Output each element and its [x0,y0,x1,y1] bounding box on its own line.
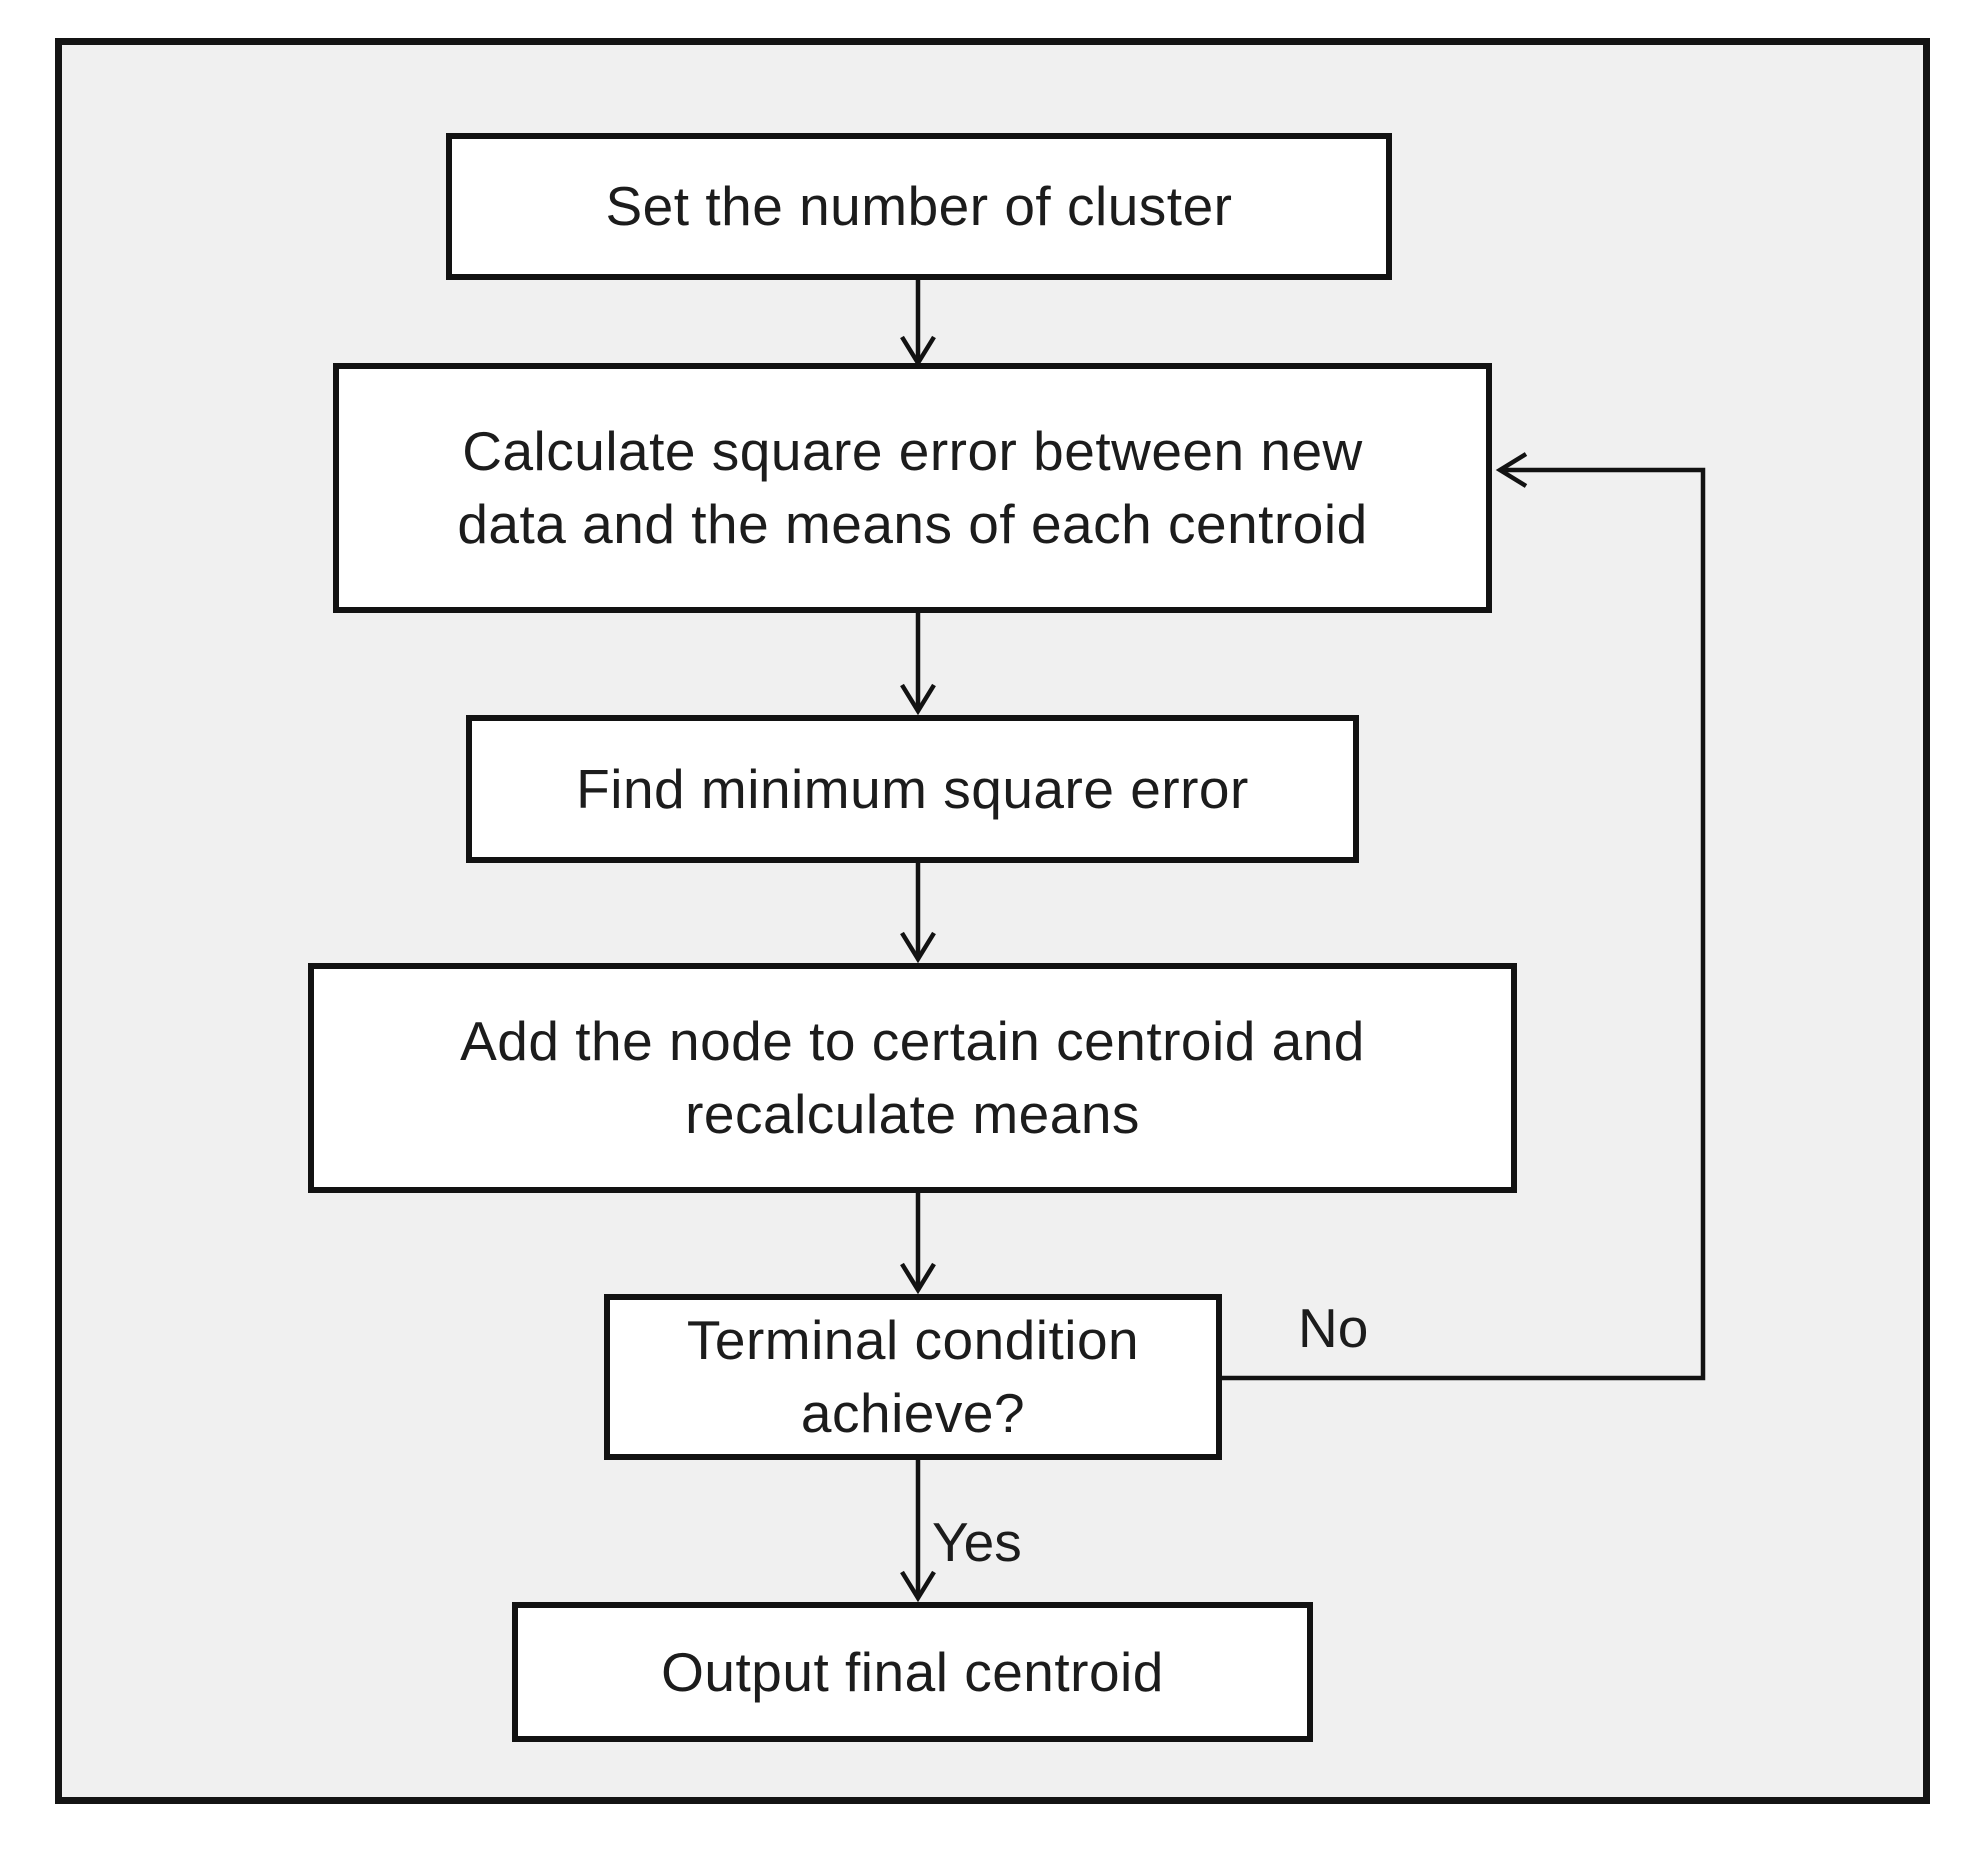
node-label-line: Add the node to certain centroid and [460,1010,1365,1073]
node-label-line: Output final centroid [661,1640,1164,1703]
node-set-number-of-cluster: Set the number of cluster [446,133,1392,280]
node-label-line: recalculate means [685,1083,1140,1145]
node-add-node-recalculate-means: Add the node to certain centroid and rec… [308,963,1517,1193]
node-label-line: data and the means of each centroid [457,493,1368,555]
node-terminal-condition: Terminal condition achieve? [604,1294,1222,1460]
node-output-final-centroid: Output final centroid [512,1602,1313,1742]
node-label-line: Terminal condition [686,1309,1140,1372]
node-label-line: Calculate square error between new [462,420,1363,483]
node-find-minimum-square-error: Find minimum square error [466,715,1359,863]
edge-label-no: No [1298,1297,1369,1359]
node-label-line: Set the number of cluster [605,175,1233,238]
edge-label-yes: Yes [932,1511,1022,1573]
node-label-line: achieve? [800,1382,1026,1444]
node-label-line: Find minimum square error [576,757,1249,820]
node-calculate-square-error: Calculate square error between new data … [333,363,1492,613]
